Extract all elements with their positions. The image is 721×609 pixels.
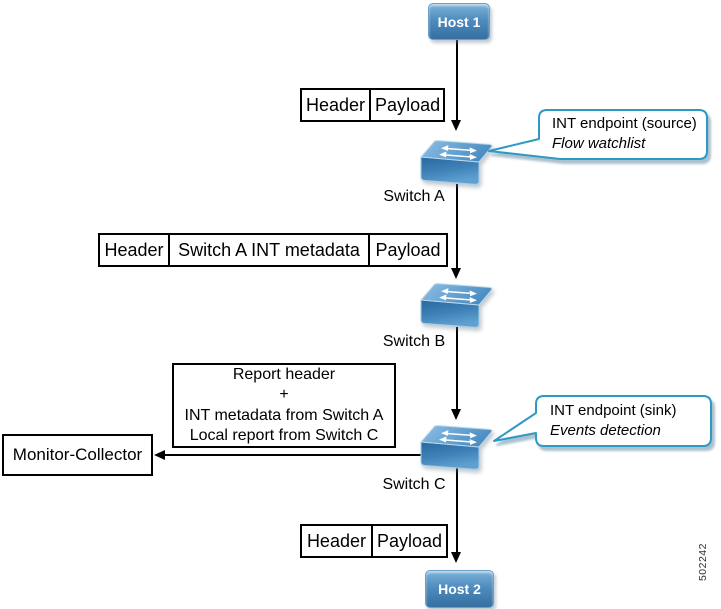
callout-source-text: INT endpoint (source) Flow watchlist — [552, 114, 697, 154]
packet-field-header: Header — [100, 235, 170, 265]
host2-label: Host 2 — [438, 581, 481, 597]
link-switcha-switchb — [456, 184, 458, 268]
packet-field-header: Header — [302, 90, 372, 120]
packet-switcha-out: Header Switch A INT metadata Payload — [98, 233, 448, 267]
report-contents-box: Report header + INT metadata from Switch… — [172, 363, 396, 448]
callout-source-title: INT endpoint (source) — [552, 115, 697, 132]
packet-field-payload: Payload — [375, 239, 441, 260]
monitor-collector-label: Monitor-Collector — [12, 445, 143, 464]
host1-label: Host 1 — [437, 13, 481, 30]
packet-field-int-metadata: Switch A INT metadata — [170, 235, 370, 265]
link-host1-switcha — [456, 38, 458, 121]
link-switchc-monitor — [163, 454, 421, 456]
monitor-collector-box: Monitor-Collector — [2, 434, 153, 476]
switch-a-label: Switch A — [383, 188, 445, 205]
switch-b-label: Switch B — [382, 333, 446, 350]
figure-code: 502242 — [697, 543, 709, 582]
arrowhead-to-monitor-icon — [154, 449, 165, 460]
link-switchb-switchc — [456, 327, 458, 409]
switch-b-icon — [420, 282, 493, 328]
arrowhead-to-switcha-icon — [451, 120, 461, 131]
packet-field-payload: Payload — [375, 94, 441, 115]
packet-field-header: Header — [302, 526, 373, 556]
arrowhead-to-switchb-icon — [451, 268, 461, 279]
report-line-1: Report header — [232, 365, 336, 383]
report-line-4: Local report from Switch C — [189, 427, 379, 444]
node-host2: Host 2 — [425, 570, 494, 608]
callout-sink-subtitle: Events detection — [550, 422, 661, 439]
callout-source-subtitle: Flow watchlist — [552, 135, 646, 152]
switch-c-label: Switch C — [382, 476, 446, 493]
report-line-2: + — [279, 386, 289, 403]
switch-a-icon — [420, 139, 493, 185]
packet-switchc-out: Header Payload — [300, 524, 448, 558]
report-line-3: INT metadata from Switch A — [184, 406, 384, 424]
node-host1: Host 1 — [428, 3, 490, 40]
packet-field-payload: Payload — [376, 530, 442, 551]
callout-sink-title: INT endpoint (sink) — [550, 402, 677, 419]
arrowhead-to-switchc-icon — [451, 409, 461, 420]
packet-host1-out: Header Payload — [300, 88, 445, 122]
link-switchc-host2 — [456, 467, 458, 552]
switch-c-icon — [420, 424, 493, 470]
arrowhead-to-host2-icon — [451, 552, 461, 563]
callout-sink-text: INT endpoint (sink) Events detection — [550, 401, 676, 441]
